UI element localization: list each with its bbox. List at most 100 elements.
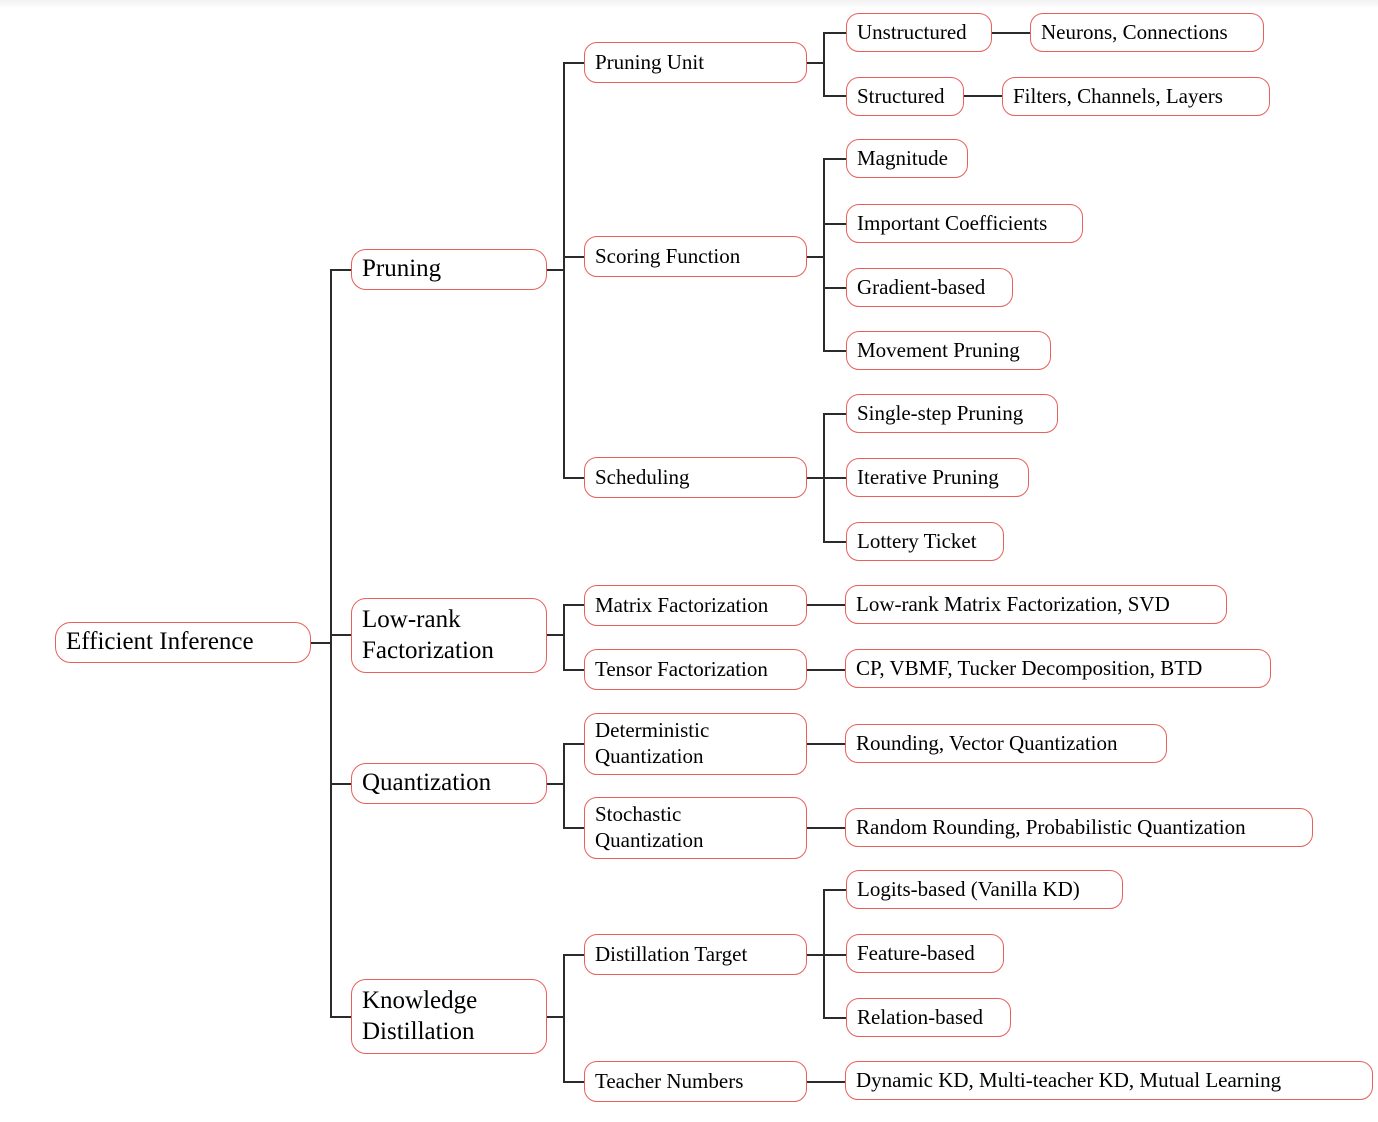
edge-kd-spine	[563, 955, 565, 1082]
edge-pruning-to-scoring	[563, 256, 585, 258]
node-label: Quantization	[362, 769, 492, 797]
edge-scheduling-to-iterative	[823, 477, 847, 479]
edge-pruning-stub	[545, 269, 565, 271]
node-stochastic-quantization[interactable]: Stochastic Quantization	[584, 797, 807, 859]
node-scheduling[interactable]: Scheduling	[584, 457, 807, 498]
node-label: Movement Pruning	[857, 337, 1020, 362]
node-label: Knowledge Distillation	[362, 987, 478, 1045]
node-iterative-pruning[interactable]: Iterative Pruning	[846, 458, 1029, 497]
node-matrix-factorization[interactable]: Matrix Factorization	[584, 585, 807, 626]
node-teacher-numbers[interactable]: Teacher Numbers	[584, 1061, 807, 1102]
node-label: Iterative Pruning	[857, 464, 999, 489]
node-label: Matrix Factorization	[595, 592, 769, 617]
edge-pruningunit-spine	[823, 33, 825, 97]
node-label: Logits-based (Vanilla KD)	[857, 876, 1080, 901]
node-single-step-pruning[interactable]: Single-step Pruning	[846, 394, 1058, 433]
node-cp-vbmf-tucker-btd[interactable]: CP, VBMF, Tucker Decomposition, BTD	[845, 649, 1271, 688]
node-label: Low-rank Matrix Factorization, SVD	[856, 591, 1170, 616]
node-label: Efficient Inference	[66, 628, 254, 656]
node-magnitude[interactable]: Magnitude	[846, 139, 968, 178]
node-knowledge-distillation[interactable]: Knowledge Distillation	[351, 979, 547, 1054]
node-label: Feature-based	[857, 940, 975, 965]
node-label: Rounding, Vector Quantization	[856, 730, 1118, 755]
edge-kd-to-teacher	[563, 1081, 585, 1083]
node-filters-channels-layers[interactable]: Filters, Channels, Layers	[1002, 77, 1270, 116]
node-label: Lottery Ticket	[857, 528, 977, 553]
node-label: Scoring Function	[595, 243, 741, 268]
node-label: Single-step Pruning	[857, 400, 1024, 425]
node-efficient-inference[interactable]: Efficient Inference	[55, 622, 311, 663]
node-label: Teacher Numbers	[595, 1068, 744, 1093]
node-label: Tensor Factorization	[595, 656, 768, 681]
node-label: Pruning Unit	[595, 49, 705, 74]
edge-target-to-relation	[823, 1017, 847, 1019]
node-rounding-vector-quantization[interactable]: Rounding, Vector Quantization	[845, 724, 1167, 763]
node-deterministic-quantization[interactable]: Deterministic Quantization	[584, 713, 807, 775]
node-movement-pruning[interactable]: Movement Pruning	[846, 331, 1051, 370]
edge-target-stub	[806, 954, 825, 956]
edge-root-to-quantization	[330, 783, 352, 785]
edge-lowrank-stub	[545, 634, 565, 636]
edge-unstructured-to-neurons	[991, 32, 1031, 34]
node-scoring-function[interactable]: Scoring Function	[584, 236, 807, 277]
edge-quantization-spine	[563, 744, 565, 829]
edge-scoring-stub	[806, 256, 825, 258]
node-low-rank-factorization[interactable]: Low-rank Factorization	[351, 598, 547, 673]
edge-root-spine	[330, 270, 332, 1018]
node-label: Neurons, Connections	[1041, 19, 1228, 44]
node-label: Distillation Target	[595, 941, 748, 966]
node-pruning[interactable]: Pruning	[351, 249, 547, 290]
edge-pruning-to-scheduling	[563, 477, 585, 479]
edge-deterministic-to-rounding	[806, 743, 846, 745]
node-logits-based-vanilla-kd[interactable]: Logits-based (Vanilla KD)	[846, 870, 1123, 909]
node-structured[interactable]: Structured	[846, 77, 964, 116]
edge-kd-stub	[545, 1016, 565, 1018]
node-lottery-ticket[interactable]: Lottery Ticket	[846, 522, 1004, 561]
node-important-coefficients[interactable]: Important Coefficients	[846, 204, 1083, 243]
edge-scheduling-stub	[806, 477, 825, 479]
node-quantization[interactable]: Quantization	[351, 763, 547, 804]
node-label: Gradient-based	[857, 274, 986, 299]
node-distillation-target[interactable]: Distillation Target	[584, 934, 807, 975]
node-label: Random Rounding, Probabilistic Quantizat…	[856, 814, 1246, 839]
node-label: Structured	[857, 83, 945, 108]
edge-tensor-to-cp	[806, 669, 846, 671]
edge-structured-to-filters	[963, 95, 1003, 97]
node-pruning-unit[interactable]: Pruning Unit	[584, 42, 807, 83]
node-relation-based[interactable]: Relation-based	[846, 998, 1011, 1037]
edge-quantization-to-deterministic	[563, 743, 585, 745]
node-lowrank-matrix-factorization-svd[interactable]: Low-rank Matrix Factorization, SVD	[845, 585, 1227, 624]
node-label: Relation-based	[857, 1004, 983, 1029]
edge-scheduling-to-lottery	[823, 541, 847, 543]
top-gradient-strip	[0, 0, 1378, 8]
node-label: Deterministic Quantization	[595, 718, 710, 768]
node-tensor-factorization[interactable]: Tensor Factorization	[584, 649, 807, 690]
edge-pruningunit-to-unstructured	[823, 32, 847, 34]
edge-quantization-stub	[545, 783, 565, 785]
node-unstructured[interactable]: Unstructured	[846, 13, 992, 52]
node-label: Filters, Channels, Layers	[1013, 83, 1223, 108]
node-label: Important Coefficients	[857, 210, 1048, 235]
edge-root-stub	[311, 642, 331, 644]
edge-matrix-to-svd	[806, 604, 846, 606]
node-label: Unstructured	[857, 19, 967, 44]
node-label: Pruning	[362, 255, 442, 283]
edge-root-to-pruning	[330, 269, 352, 271]
edge-pruning-to-unit	[563, 62, 585, 64]
node-feature-based[interactable]: Feature-based	[846, 934, 1004, 973]
node-gradient-based[interactable]: Gradient-based	[846, 268, 1013, 307]
edge-target-to-logits	[823, 889, 847, 891]
node-label: Dynamic KD, Multi-teacher KD, Mutual Lea…	[856, 1067, 1282, 1092]
node-label: Magnitude	[857, 145, 948, 170]
edge-lowrank-to-tensor	[563, 669, 585, 671]
edge-pruningunit-to-structured	[823, 95, 847, 97]
edge-target-to-feature	[823, 954, 847, 956]
edge-teacher-to-dynamic	[806, 1081, 846, 1083]
edge-scoring-spine	[823, 159, 825, 351]
node-label: Stochastic Quantization	[595, 802, 704, 852]
node-dynamic-multiteacher-mutual[interactable]: Dynamic KD, Multi-teacher KD, Mutual Lea…	[845, 1061, 1373, 1100]
node-random-rounding-probabilistic-quantization[interactable]: Random Rounding, Probabilistic Quantizat…	[845, 808, 1313, 847]
node-neurons-connections[interactable]: Neurons, Connections	[1030, 13, 1264, 52]
edge-stochastic-to-random	[806, 827, 846, 829]
